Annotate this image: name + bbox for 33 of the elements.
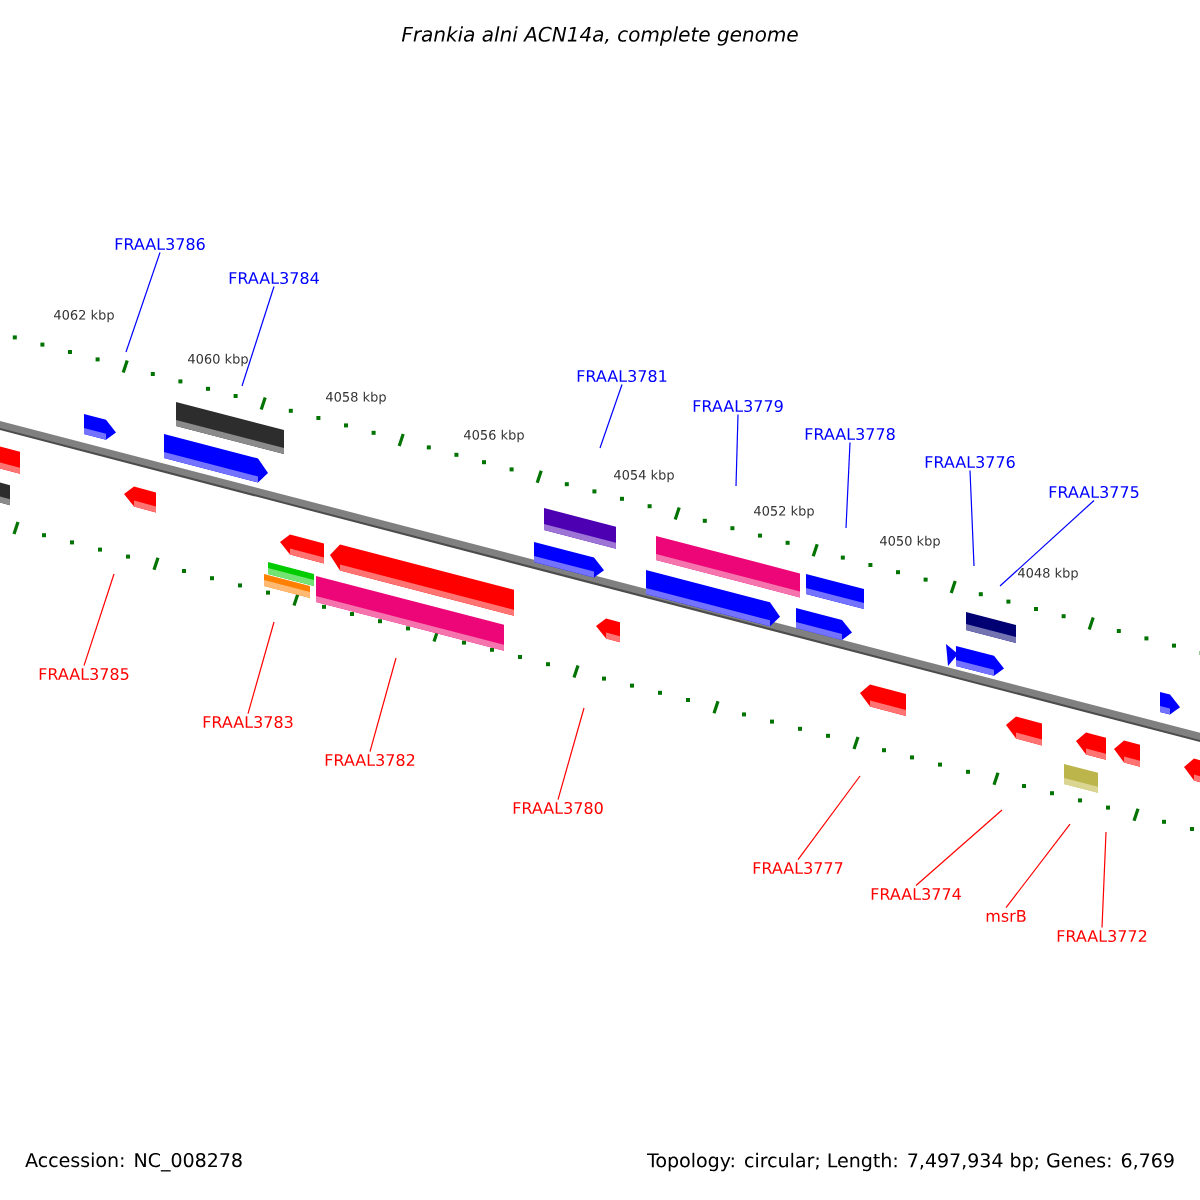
leader-line	[1005, 823, 1071, 909]
leader-line	[1101, 831, 1107, 929]
leader-line	[557, 707, 585, 801]
gene-label: FRAAL3776	[925, 455, 1015, 469]
genome-info-label: Topology: circular; Length: 7,497,934 bp; Genes: 6,769	[646, 1152, 1174, 1172]
leader-line	[83, 573, 115, 667]
leader-line	[247, 621, 275, 715]
gene-label: FRAAL3786	[115, 237, 205, 251]
leader-line	[797, 775, 861, 861]
gene-label: FRAAL3784	[229, 271, 319, 285]
leader-line	[735, 413, 739, 487]
gene-label: msrB	[986, 910, 1026, 922]
gene-label: FRAAL3775	[1049, 485, 1139, 499]
leader-line	[241, 285, 275, 387]
gene-label: FRAAL3781	[577, 369, 667, 383]
gene-label: FRAAL3774	[871, 887, 961, 901]
accession-label: Accession: NC_008278	[25, 1152, 242, 1172]
leader-line	[999, 499, 1095, 587]
gene-label: FRAAL3780	[513, 801, 603, 815]
gene-label: FRAAL3779	[693, 399, 783, 413]
gene-label: FRAAL3772	[1057, 929, 1147, 943]
gene-label: FRAAL3782	[325, 753, 415, 767]
gene-label: FRAAL3783	[203, 715, 293, 729]
gene-label: FRAAL3778	[805, 427, 895, 441]
leader-line	[125, 251, 161, 353]
gene-label: FRAAL3785	[39, 667, 129, 681]
leader-line	[969, 469, 975, 567]
leader-line	[599, 383, 623, 449]
gene-label: FRAAL3777	[753, 861, 843, 875]
leader-line	[845, 441, 851, 529]
leader-line	[369, 657, 397, 753]
title: Frankia alni ACN14a, complete genome	[401, 26, 798, 46]
leader-line	[915, 809, 1003, 887]
